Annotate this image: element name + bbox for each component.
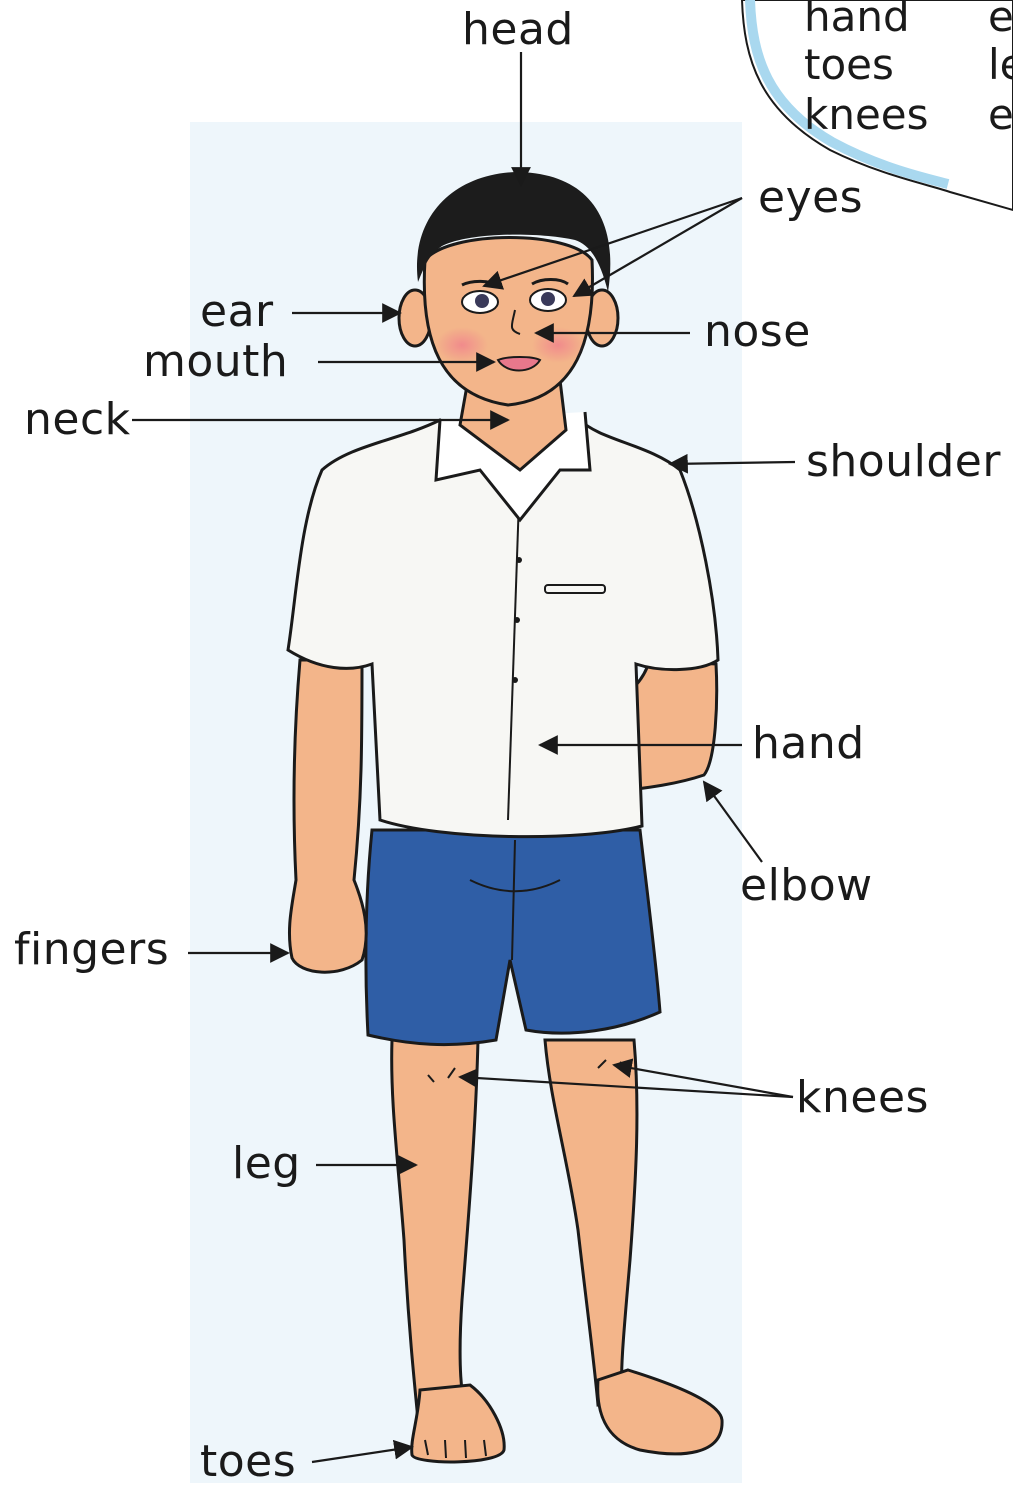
label-mouth: mouth [143,340,288,384]
bubble-word-4: e [988,0,1013,38]
label-shoulder: shoulder [806,440,1001,484]
bubble-word-6: e [988,94,1013,136]
label-hand: hand [752,722,865,766]
bubble-word-1: hand [804,0,910,38]
label-ear: ear [200,290,274,334]
bubble-word-5: le [988,44,1013,86]
label-toes: toes [200,1440,296,1484]
bubble-word-3: knees [804,94,929,136]
label-knees: knees [796,1076,929,1120]
bubble-word-2: toes [804,44,894,86]
label-eyes: eyes [758,176,863,220]
label-leg: leg [232,1142,301,1186]
label-fingers: fingers [14,928,169,972]
left-arm [289,660,366,972]
label-nose: nose [704,310,811,354]
label-neck: neck [24,398,131,442]
label-head: head [462,8,574,52]
label-elbow: elbow [740,864,873,908]
